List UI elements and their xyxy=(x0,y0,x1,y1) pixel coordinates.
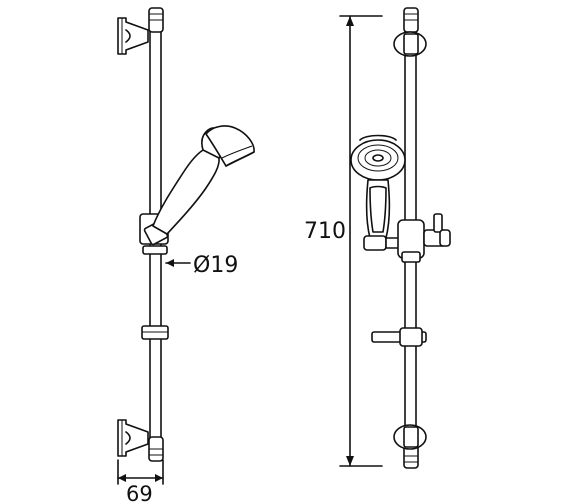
side-slide-clamp xyxy=(141,325,169,340)
diameter-leader xyxy=(165,259,191,267)
front-soap-dish xyxy=(371,327,427,347)
depth-label: 69 xyxy=(126,482,153,504)
depth-dimension-lines xyxy=(117,459,164,485)
height-label: 710 xyxy=(304,219,346,244)
front-handset-handle xyxy=(365,179,391,239)
side-shower-handset xyxy=(152,125,255,235)
side-bottom-wall-bracket xyxy=(117,419,149,457)
side-top-wall-bracket xyxy=(117,17,149,55)
front-top-wall-bracket xyxy=(393,31,427,57)
height-dimension-lines xyxy=(339,15,383,467)
height-label-backing xyxy=(300,218,348,244)
diameter-label: Ø19 xyxy=(193,253,238,278)
front-shower-head xyxy=(350,134,406,181)
front-view: 710 xyxy=(300,7,451,469)
front-handset-holder xyxy=(363,213,451,263)
front-bottom-wall-bracket xyxy=(393,424,427,450)
side-view: Ø19 69 xyxy=(117,7,255,504)
